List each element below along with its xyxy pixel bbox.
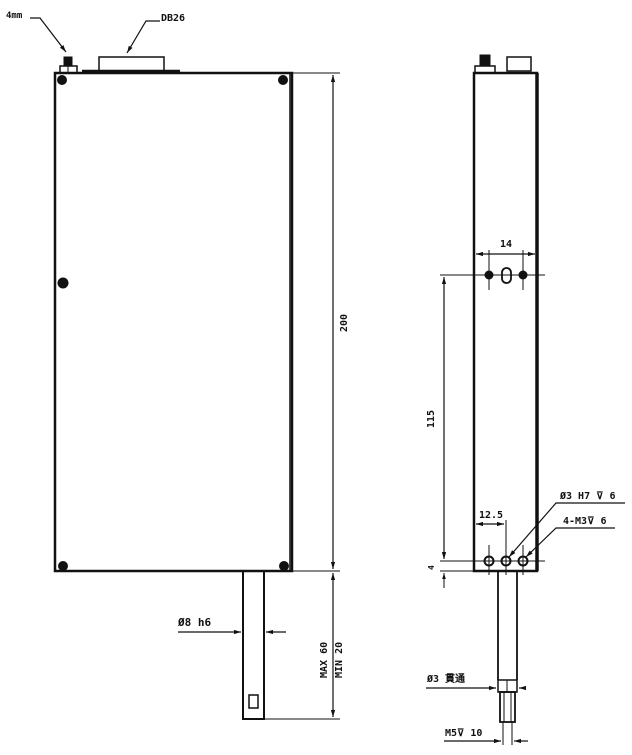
pin-hole-label: Ø3 H7 [560, 491, 591, 502]
db26-label: DB26 [161, 13, 186, 24]
side-view [426, 54, 625, 745]
shaft-diameter-label: Ø8 h6 [178, 616, 212, 629]
front-shaft [242, 570, 265, 720]
front-body-outline [53, 71, 294, 573]
side-body-outline [472, 71, 539, 573]
hole-offset-label: 12.5 [479, 510, 504, 521]
thread-label: M5 [445, 728, 458, 739]
stroke-max-label: MAX 60 [319, 641, 330, 678]
stroke-min-label: MIN 20 [334, 641, 345, 678]
thread-callout: M5⊽ 10 [445, 729, 482, 739]
tapped-holes-callout: 4-M3⊽ 6 [563, 517, 606, 527]
tapped-holes-label: 4-M3 [563, 516, 588, 527]
cross-hole-label: Ø3 貫通 [427, 674, 466, 685]
depth-icon: ⊽ [457, 728, 465, 739]
fitting-4mm-label: 4mm [6, 11, 23, 21]
thread-depth: 10 [470, 728, 483, 739]
height-dimension-label: 200 [339, 313, 350, 332]
db26-connector [98, 56, 165, 72]
depth-icon: ⊽ [596, 491, 604, 502]
tapped-depth: 6 [600, 516, 607, 527]
pin-hole-depth: 6 [609, 491, 616, 502]
screw-heads [57, 75, 289, 571]
front-view [30, 17, 340, 720]
fitting-4mm [59, 56, 78, 74]
pin-hole-callout: Ø3 H7 ⊽ 6 [560, 492, 616, 502]
shaft-flat [248, 694, 259, 709]
hole-spacing-label: 14 [500, 239, 513, 250]
vertical-spacing-label: 115 [426, 409, 437, 428]
edge-offset-label: 4 [427, 565, 436, 570]
depth-icon: ⊽ [587, 516, 595, 527]
